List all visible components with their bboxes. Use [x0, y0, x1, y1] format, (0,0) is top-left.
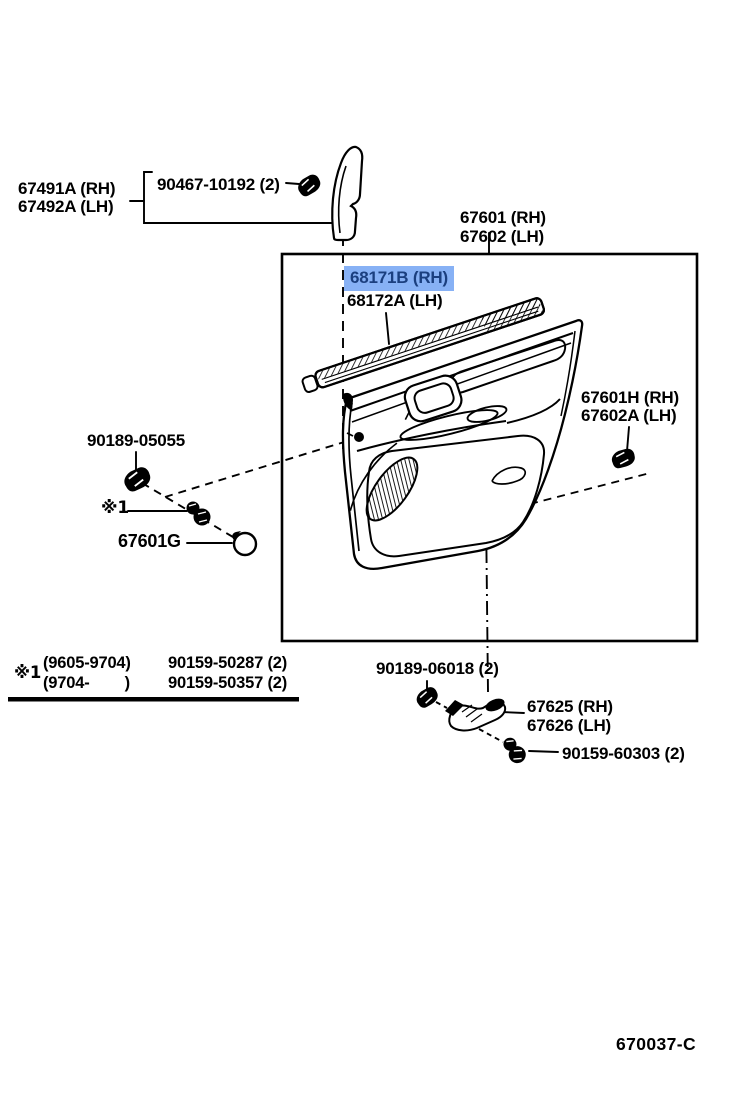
- label-handle-clip: 90189-06018 (2): [376, 659, 499, 678]
- footnote-row2-range: (9704- ): [43, 674, 130, 692]
- assembly-dashed-lines: [141, 236, 651, 743]
- label-panel-clip: 90189-05055: [87, 431, 186, 450]
- footnote-row2-part: 90159-50357 (2): [168, 674, 288, 692]
- footnote-row1-range: (9605-9704): [43, 654, 131, 672]
- label-weatherstrip-lh: 68172A (LH): [347, 291, 443, 310]
- pillar-garnish-part: [331, 145, 364, 242]
- footnote-underline: [8, 697, 299, 702]
- label-pull-handle-rh: 67625 (RH): [527, 697, 613, 716]
- handle-screw-icon: [499, 735, 530, 766]
- retainer-clip-icon: [609, 446, 638, 471]
- label-handle-screw: 90159-60303 (2): [562, 744, 685, 763]
- ref1-screw-icon: [185, 500, 212, 527]
- handle-clip-icon: [412, 684, 442, 711]
- footnote-row1-part: 90159-50287 (2): [168, 654, 288, 672]
- label-pull-handle-lh: 67626 (LH): [527, 716, 611, 735]
- label-weatherstrip-rh-highlighted[interactable]: 68171B (RH): [344, 266, 454, 291]
- label-door-trim-rh: 67601 (RH): [460, 208, 546, 227]
- label-panel-grommet: 67601G: [118, 531, 181, 551]
- weatherstrip-part: [301, 297, 546, 393]
- door-trim-panel: [341, 319, 584, 570]
- grommet-icon: [232, 531, 258, 557]
- label-screw-ref: ※1: [101, 498, 129, 518]
- label-trim-retainer-rh: 67601H (RH): [581, 388, 679, 407]
- footnote-ref: ※1: [14, 663, 42, 682]
- label-garnish-clip: 90467-10192 (2): [157, 175, 280, 194]
- label-trim-retainer-lh: 67602A (LH): [581, 406, 677, 425]
- label-pillar-garnish-rh: 67491A (RH): [18, 179, 116, 198]
- panel-clip-icon: [120, 463, 155, 495]
- label-pillar-garnish-lh: 67492A (LH): [18, 197, 114, 216]
- mount-point-dot: [354, 432, 364, 442]
- label-door-trim-lh: 67602 (LH): [460, 227, 544, 246]
- pull-handle-bracket-part: [445, 698, 507, 732]
- figure-code: 670037-C: [616, 1034, 697, 1054]
- garnish-clip-icon: [294, 171, 325, 200]
